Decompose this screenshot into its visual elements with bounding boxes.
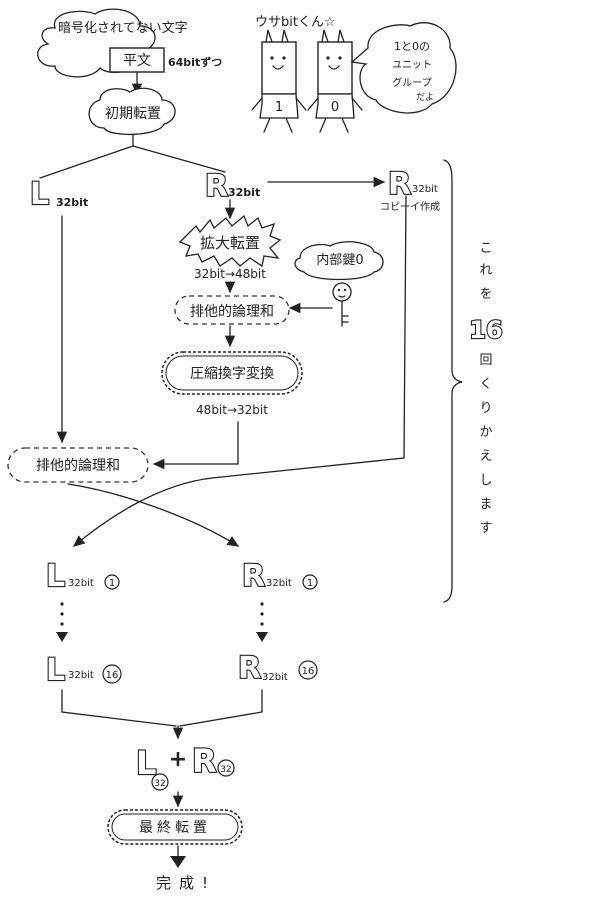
right-copy-down-line bbox=[211, 195, 407, 479]
repeat-char-2: を bbox=[479, 287, 492, 302]
repeat-char-6: り bbox=[479, 401, 492, 416]
repeat-count: 16 bbox=[469, 316, 502, 344]
internal-key-label: 内部鍵0 bbox=[316, 252, 363, 268]
right-half-letter: R bbox=[205, 169, 228, 204]
compression-box bbox=[161, 351, 303, 395]
mascot-title: ウサbitくん☆ bbox=[255, 15, 336, 30]
round16-right-badge bbox=[298, 660, 318, 680]
mascot-bit-zero: 0 bbox=[331, 100, 339, 115]
round1-left-badge bbox=[104, 574, 120, 590]
round16-left-letter: L bbox=[46, 653, 65, 688]
right-copy-size: 32bit bbox=[412, 184, 438, 195]
final-permutation-label: 最終転置 bbox=[139, 820, 211, 836]
mascot-rabbit-zero bbox=[307, 29, 363, 133]
right-copy-note: コピーイ作成 bbox=[380, 201, 440, 213]
expansion-size: 32bit→48bit bbox=[194, 267, 266, 281]
right-ellipsis-dots bbox=[256, 602, 268, 642]
split-left-line bbox=[39, 145, 134, 179]
plaintext-size: 64bitずつ bbox=[168, 55, 222, 69]
xor2-label: 排他的論理和 bbox=[36, 458, 120, 474]
repeat-note: こ れ を 16 回 く り か え し ま す bbox=[468, 241, 504, 536]
round1-right-badge bbox=[302, 574, 318, 590]
combine-plus: + bbox=[169, 747, 187, 772]
arrow-to-complete-head bbox=[170, 856, 186, 868]
plaintext-label: 平文 bbox=[123, 53, 151, 69]
mascot-bit-one: 1 bbox=[275, 100, 283, 115]
cross-to-left bbox=[73, 477, 213, 547]
repeat-char-11: す bbox=[479, 521, 492, 536]
repeat-char-10: ま bbox=[479, 497, 492, 512]
round16-left-badge bbox=[102, 664, 122, 684]
round1-right-letter: R bbox=[242, 559, 265, 594]
plaintext-box bbox=[109, 47, 165, 73]
repeat-char-8: え bbox=[479, 449, 492, 464]
initial-permutation-cloud bbox=[88, 87, 176, 136]
combine-right-badge bbox=[217, 759, 235, 777]
speech-line-3: グループ bbox=[392, 76, 431, 89]
final-permutation-inner bbox=[111, 813, 239, 841]
complete-label: 完成! bbox=[156, 874, 216, 892]
xor-box bbox=[174, 295, 290, 325]
repeat-char-0: こ bbox=[479, 241, 492, 256]
combine-left-letter: L bbox=[136, 744, 156, 782]
left-ellipsis-dots bbox=[56, 602, 68, 642]
round1-right-round: 1 bbox=[307, 578, 313, 589]
repeat-char-5: く bbox=[479, 377, 492, 392]
round16-right-size: 32bit bbox=[262, 672, 288, 683]
split-right-line bbox=[132, 145, 226, 173]
arrow-f-to-xor2 bbox=[152, 421, 239, 470]
repeat-char-4: 回 bbox=[479, 353, 492, 368]
expansion-burst bbox=[178, 214, 282, 268]
right-copy-letter: R bbox=[388, 167, 411, 202]
merge-right-line bbox=[179, 689, 263, 727]
mascot-speech-bubble bbox=[350, 22, 457, 114]
round16-right-round: 16 bbox=[302, 666, 315, 677]
round1-left-size: 32bit bbox=[68, 578, 94, 589]
repeat-bracket bbox=[443, 159, 463, 603]
round16-left-size: 32bit bbox=[68, 670, 94, 681]
round16-left-round: 16 bbox=[106, 670, 119, 681]
compression-inner bbox=[165, 355, 299, 391]
speech-line-1: 1と0の bbox=[394, 40, 430, 53]
compression-label: 圧縮換字変換 bbox=[190, 365, 274, 382]
internal-key-bubble bbox=[294, 241, 384, 281]
xor-label: 排他的論理和 bbox=[190, 304, 274, 320]
combine-right-size: 32 bbox=[220, 765, 231, 775]
xor2-box bbox=[7, 447, 149, 483]
speech-line-4: だよ bbox=[416, 92, 434, 103]
round1-left-round: 1 bbox=[109, 578, 115, 589]
compression-size: 48bit→32bit bbox=[196, 403, 268, 417]
repeat-char-9: し bbox=[479, 473, 492, 488]
repeat-char-7: か bbox=[479, 425, 492, 440]
round1-left-letter: L bbox=[46, 559, 65, 594]
speech-line-2: ユニット bbox=[392, 60, 432, 71]
merge-left-line bbox=[61, 689, 177, 727]
combine-left-badge bbox=[151, 773, 169, 791]
plaintext-note: 暗号化されてない文字 bbox=[58, 21, 188, 36]
cross-to-right bbox=[67, 483, 240, 547]
expansion-label: 拡大転置 bbox=[200, 234, 260, 252]
left-half-size: 32bit bbox=[56, 196, 88, 209]
round16-right-letter: R bbox=[238, 651, 261, 686]
repeat-char-1: れ bbox=[479, 263, 492, 278]
right-half-size: 32bit bbox=[228, 186, 260, 199]
round1-right-size: 32bit bbox=[266, 578, 292, 589]
key-character-icon bbox=[332, 282, 352, 327]
initial-permutation-label: 初期転置 bbox=[105, 105, 161, 122]
combine-left-size: 32 bbox=[154, 779, 165, 789]
final-permutation-box bbox=[107, 809, 243, 845]
combine-right-letter: R bbox=[192, 742, 217, 780]
left-half-letter: L bbox=[30, 177, 49, 212]
mascot-rabbit-one bbox=[251, 29, 307, 133]
